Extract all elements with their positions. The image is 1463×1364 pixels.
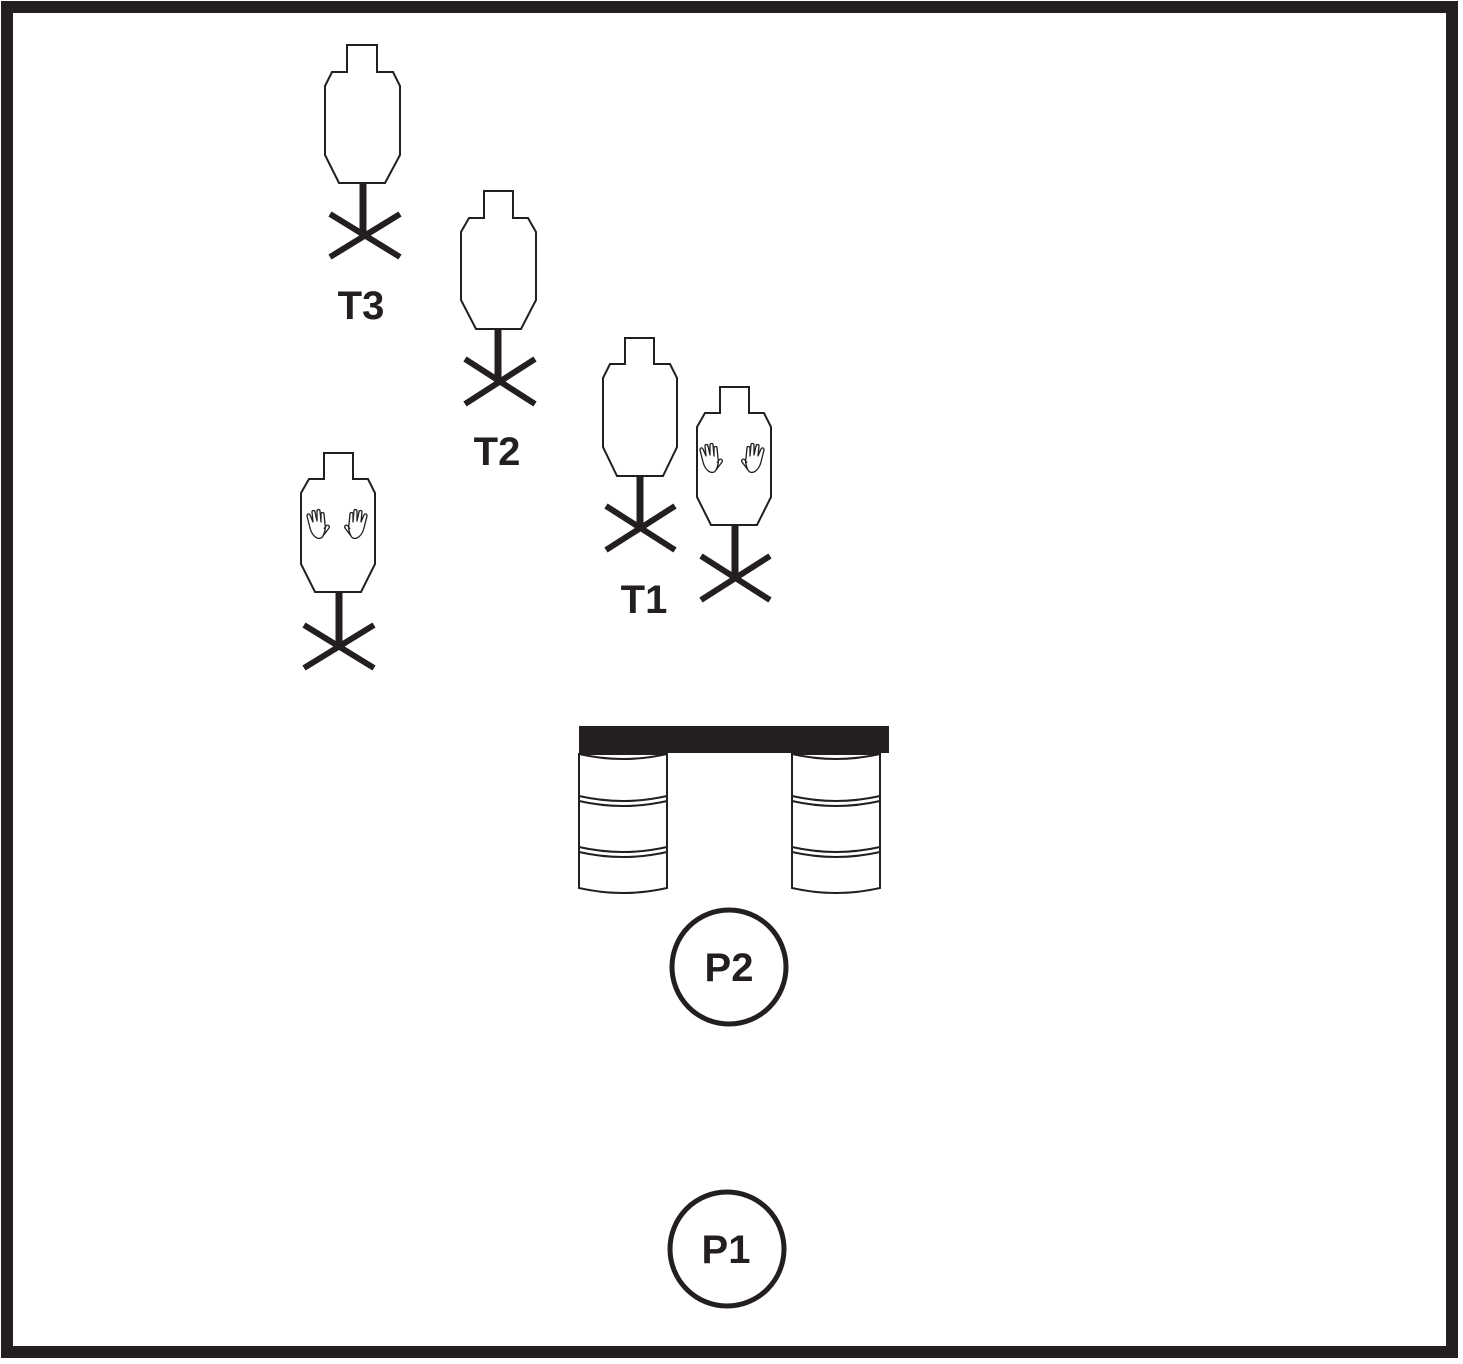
target-t3: T3 [324, 44, 402, 328]
silhouette-target [324, 44, 401, 184]
barrel-right [791, 753, 881, 894]
target-t1: T1 [602, 337, 678, 622]
target-label-t3: T3 [338, 284, 385, 328]
position-label-p1: P1 [702, 1228, 751, 1272]
target-label-t1: T1 [621, 578, 668, 622]
silhouette-target [602, 337, 678, 477]
silhouette-target [696, 386, 772, 526]
no-shoot-target-left [300, 452, 376, 671]
barricade [578, 726, 889, 894]
position-label-p2: P2 [705, 946, 754, 990]
position-circle [667, 1189, 787, 1309]
silhouette-target [460, 190, 537, 330]
barricade-board [579, 726, 889, 753]
no-shoot-target-right [696, 386, 772, 603]
target-t2: T2 [460, 190, 537, 474]
position-p2: P2 [669, 907, 789, 1027]
barrel-left [578, 753, 668, 894]
target-label-t2: T2 [474, 430, 521, 474]
silhouette-target [300, 452, 376, 593]
position-p1: P1 [667, 1189, 787, 1309]
position-circle [669, 907, 789, 1027]
